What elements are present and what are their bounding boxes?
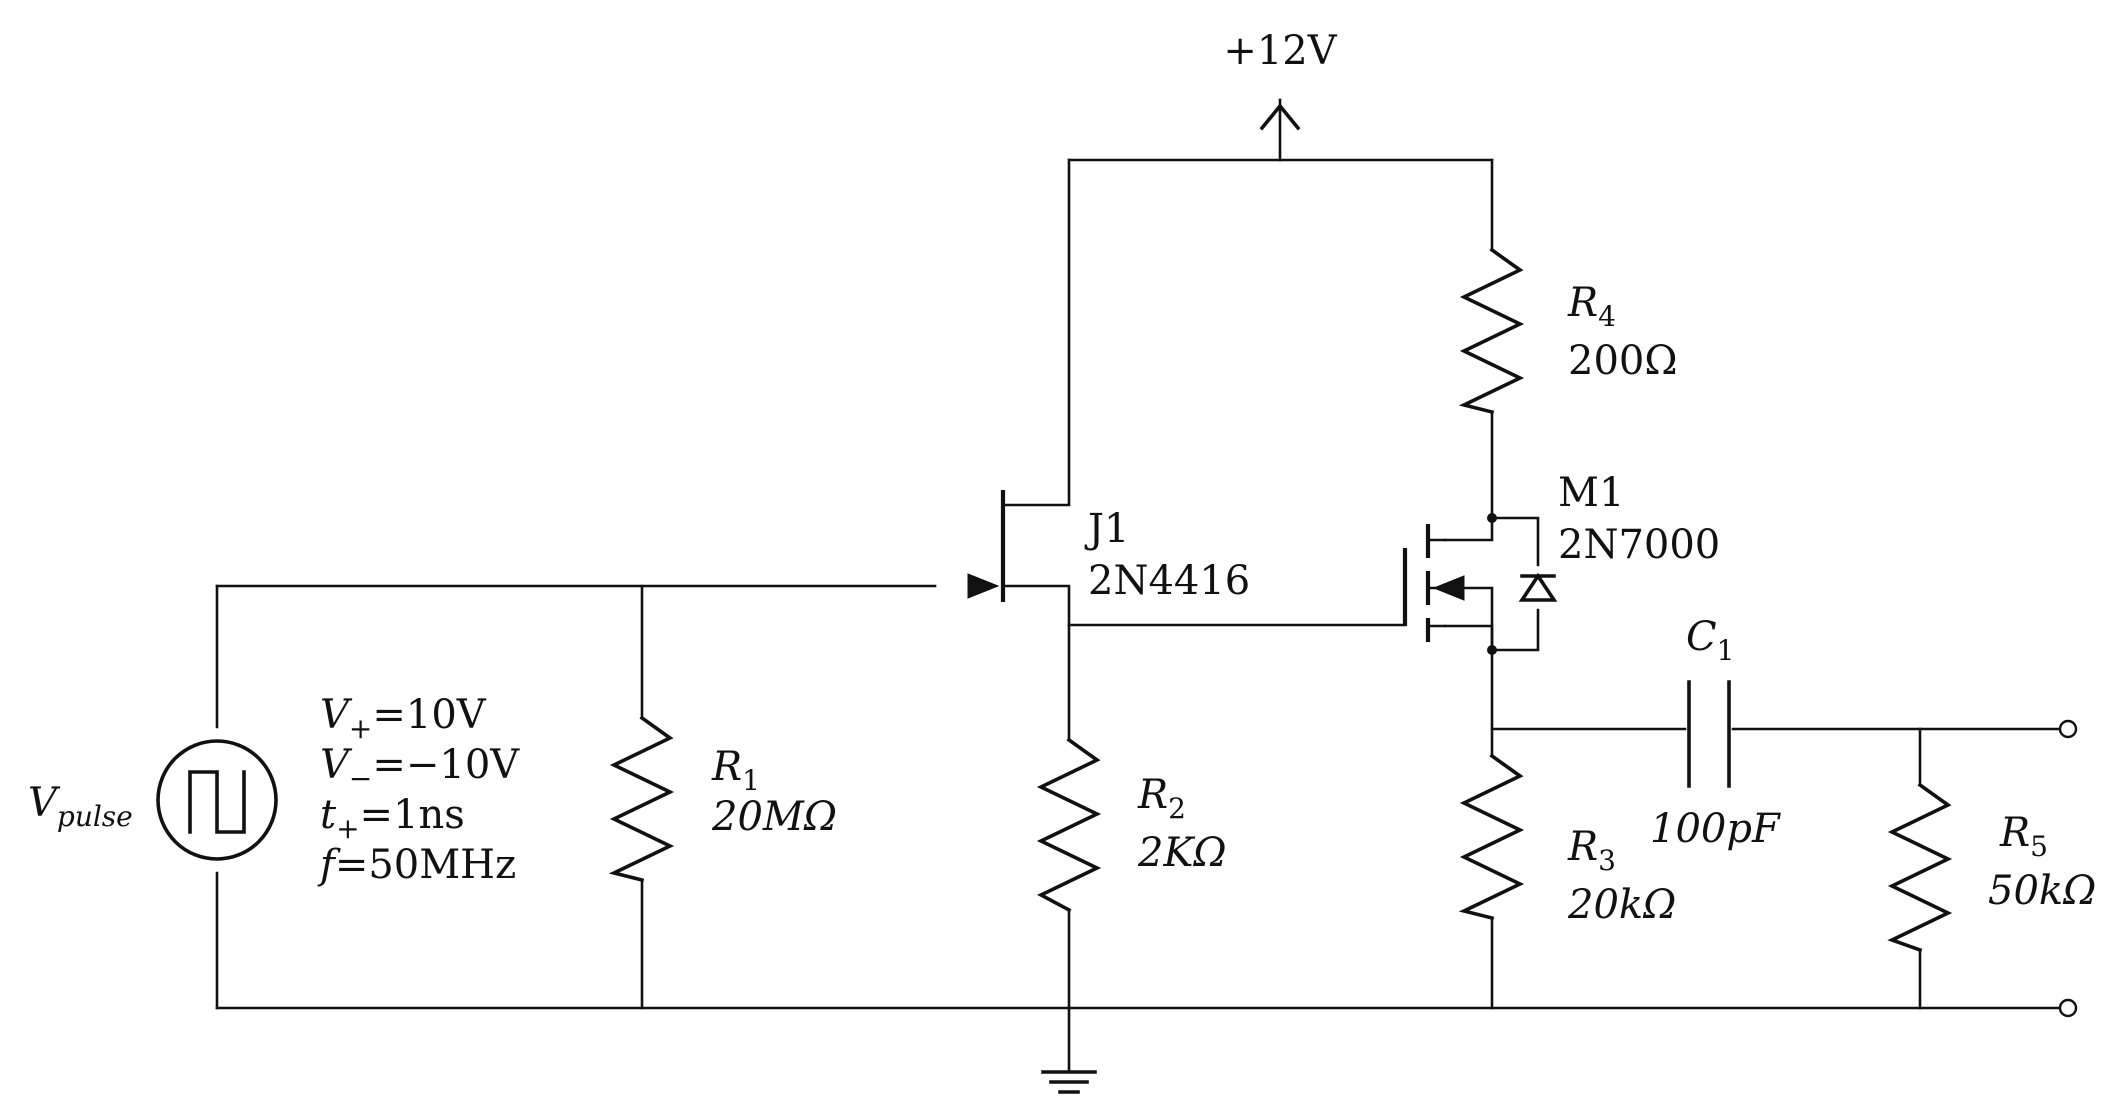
wires	[215, 98, 2062, 1072]
jfet-name: J1	[1084, 506, 1129, 552]
resistor-r3-icon	[1458, 753, 1525, 921]
resistor-r4-icon	[1458, 247, 1525, 415]
source-name: Vpulse	[28, 780, 133, 833]
source-param: f=50MHz	[317, 842, 516, 888]
r3-value: 20kΩ	[1567, 882, 1676, 928]
channel-arrow-icon	[1432, 575, 1465, 601]
source-parameters: V+=10V V−=−10V t+=1ns f=50MHz	[317, 692, 520, 888]
source-param: V+=10V	[320, 692, 487, 745]
r2-label: R2	[1137, 772, 1186, 825]
resistor-r5-icon	[1887, 782, 1953, 953]
ground-icon	[1041, 1070, 1097, 1094]
r1-label: R1	[711, 744, 760, 797]
source-param: t+=1ns	[320, 792, 465, 845]
r4-value: 200Ω	[1568, 338, 1678, 384]
source-name-sub: pulse	[57, 800, 133, 833]
r5-label: R5	[1999, 810, 2048, 863]
r2-value: 2KΩ	[1137, 830, 1227, 876]
jfet-j1	[967, 490, 1006, 602]
r4-label: R4	[1567, 280, 1616, 333]
source-name-main: V	[28, 780, 61, 826]
supply-arrow-icon	[1259, 103, 1301, 131]
mosfet-name: M1	[1558, 470, 1624, 516]
gate-arrow-icon	[967, 573, 1000, 599]
capacitor-c1	[1687, 680, 1731, 788]
pulse-source	[156, 739, 278, 861]
supply-label: +12V	[1223, 28, 1337, 74]
output-terminal-positive	[2058, 719, 2078, 739]
body-diode-icon	[1518, 572, 1558, 602]
r1-value: 20MΩ	[711, 794, 837, 840]
resistor-r2-icon	[1036, 737, 1102, 913]
square-wave-icon	[188, 770, 246, 834]
mosfet-part: 2N7000	[1558, 522, 1720, 568]
resistor-r1-icon	[608, 715, 675, 883]
c1-value: 100pF	[1650, 806, 1781, 852]
c1-label: C1	[1686, 614, 1734, 667]
source-param: V−=−10V	[320, 742, 520, 795]
jfet-part: 2N4416	[1088, 558, 1250, 604]
r5-value: 50kΩ	[1988, 868, 2096, 914]
output-terminal-ground	[2058, 998, 2078, 1018]
mosfet-m1	[1402, 513, 1558, 655]
r3-label: R3	[1567, 824, 1616, 877]
